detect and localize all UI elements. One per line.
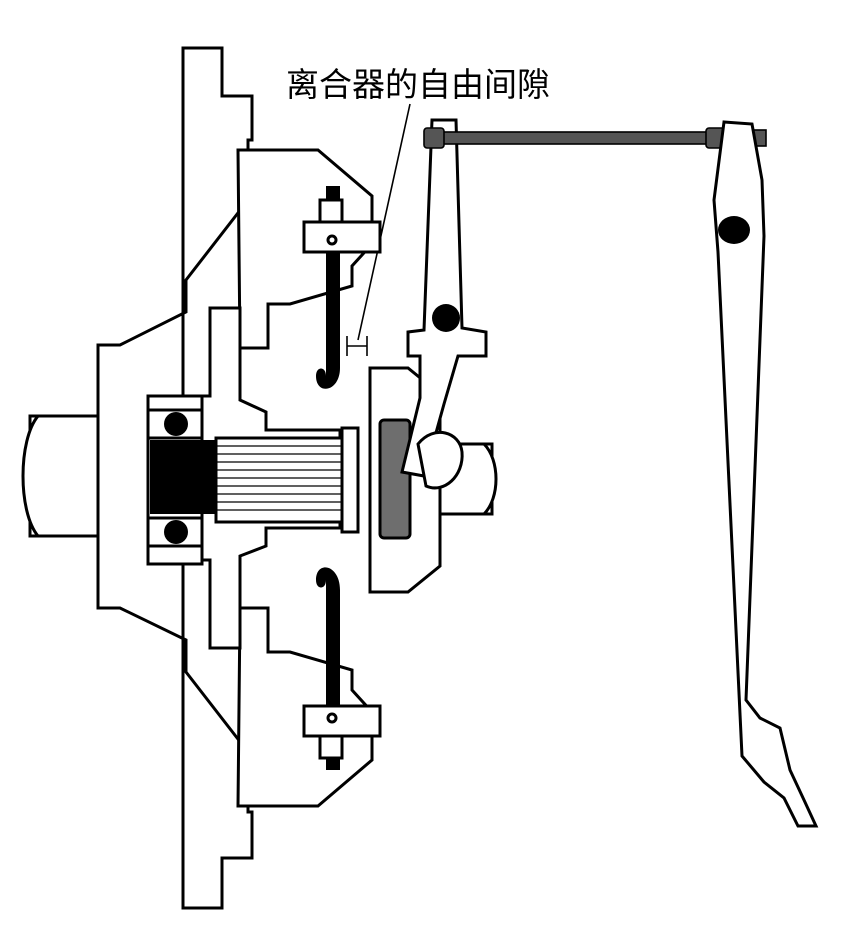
free-play-label: 离合器的自由间隙 (286, 65, 550, 104)
label-leader-line (346, 103, 411, 356)
pressure-spring-lower (302, 704, 382, 760)
clutch-pedal (712, 120, 819, 828)
splined-hub (214, 426, 360, 534)
linkage-rod (423, 127, 767, 149)
release-fork (400, 118, 488, 490)
pilot-bearing (146, 394, 216, 566)
pressure-spring-upper (302, 198, 382, 254)
release-bearing (378, 418, 412, 540)
